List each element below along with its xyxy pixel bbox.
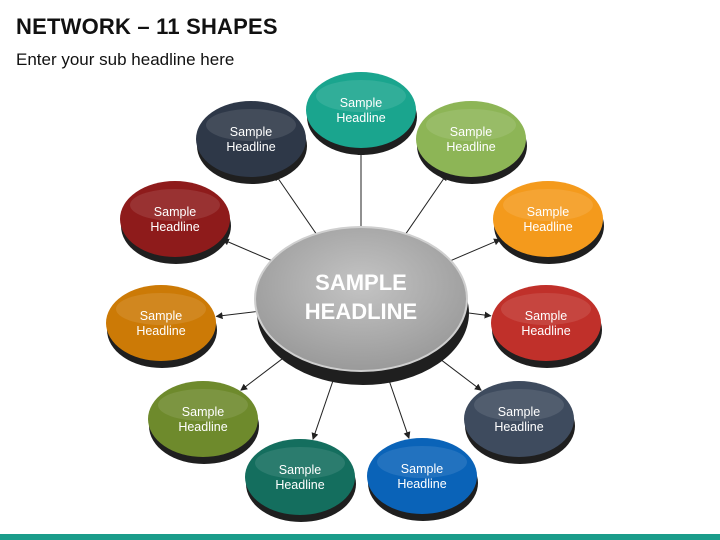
node-ellipse [464, 381, 574, 457]
node-highlight [316, 80, 406, 112]
node-highlight [474, 389, 564, 421]
node-highlight [503, 189, 593, 221]
node-ellipse [106, 285, 216, 361]
node-ellipse [196, 101, 306, 177]
node-label-line1: Sample [450, 125, 492, 139]
node-highlight [206, 109, 296, 141]
node-highlight [130, 189, 220, 221]
connector-arrow-3 [447, 238, 501, 263]
hub-ellipse [254, 226, 468, 372]
node-label-line2: Headline [136, 324, 185, 338]
nodes-layer: SampleHeadlineSampleHeadlineSampleHeadli… [106, 72, 604, 522]
connector-arrow-10 [221, 238, 275, 263]
node-highlight [255, 447, 345, 479]
connector-arrow-2 [404, 173, 448, 237]
node-label-line1: Sample [140, 309, 182, 323]
node-label-line2: Headline [494, 420, 543, 434]
node-label-line1: Sample [230, 125, 272, 139]
connector-arrow-11 [274, 173, 318, 237]
node-highlight [501, 293, 591, 325]
node-label-line1: Sample [498, 405, 540, 419]
node-ellipse [493, 181, 603, 257]
page-title: NETWORK – 11 SHAPES [16, 14, 278, 39]
node-label-line1: Sample [401, 462, 443, 476]
node-ellipse [367, 438, 477, 514]
footer-bar [0, 534, 720, 540]
node-label-line2: Headline [397, 477, 446, 491]
node-label-line1: Sample [525, 309, 567, 323]
node-label-line2: Headline [178, 420, 227, 434]
node-highlight [377, 446, 467, 478]
node-highlight [158, 389, 248, 421]
hub-label-line2: HEADLINE [305, 299, 417, 324]
node-label-line2: Headline [275, 478, 324, 492]
hub: SAMPLE HEADLINE [254, 226, 469, 385]
node-label-line2: Headline [336, 111, 385, 125]
node-ellipse [120, 181, 230, 257]
node-label-line1: Sample [279, 463, 321, 477]
node-label-line2: Headline [521, 324, 570, 338]
connector-arrow-9 [215, 310, 260, 320]
hub-label-line1: SAMPLE [315, 270, 407, 295]
node-label-line1: Sample [154, 205, 196, 219]
node-ellipse [416, 101, 526, 177]
node-ellipse [245, 439, 355, 515]
node-ellipse [148, 381, 258, 457]
node-label-line2: Headline [226, 140, 275, 154]
node-highlight [426, 109, 516, 141]
node-highlight [116, 293, 206, 325]
node-label-line2: Headline [150, 220, 199, 234]
node-ellipse [491, 285, 601, 361]
node-label-line1: Sample [527, 205, 569, 219]
node-label-line1: Sample [340, 96, 382, 110]
node-label-line2: Headline [446, 140, 495, 154]
page-subtitle: Enter your sub headline here [16, 50, 235, 69]
node-label-line1: Sample [182, 405, 224, 419]
node-ellipse [306, 72, 416, 148]
node-label-line2: Headline [523, 220, 572, 234]
